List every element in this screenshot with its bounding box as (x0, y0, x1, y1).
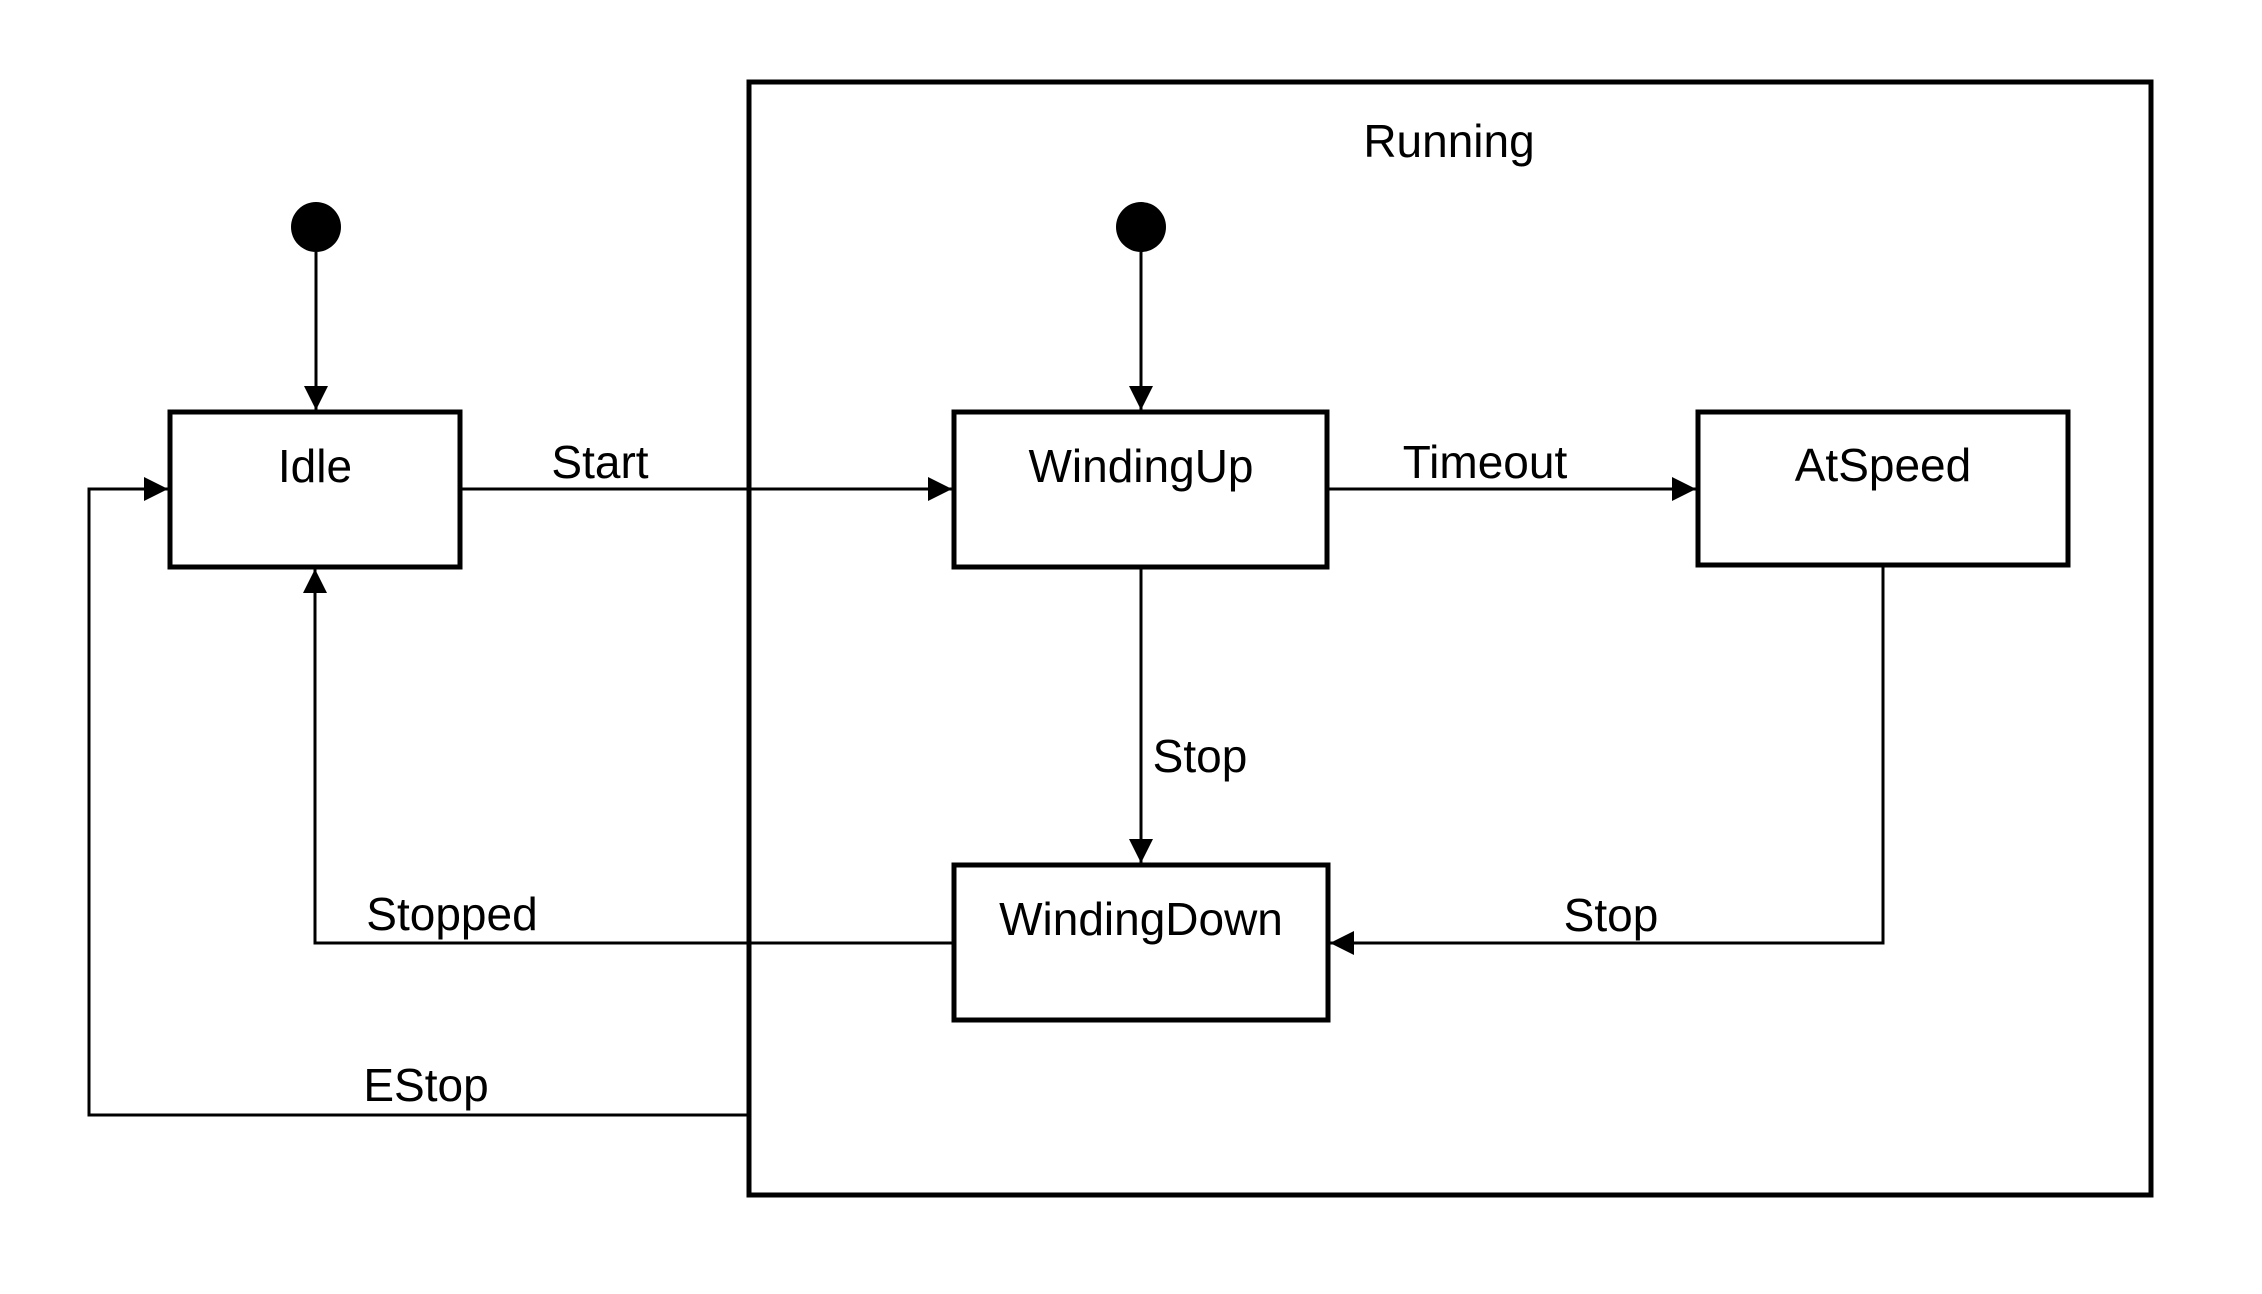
transition-stopped-label: Stopped (366, 888, 537, 940)
initial-state-dot-running (1116, 202, 1166, 252)
state-idle (167, 409, 463, 570)
transition-timeout-label: Timeout (1403, 436, 1568, 488)
transition-stop-from-at-speed-label: Stop (1564, 889, 1659, 941)
transition-start-label: Start (551, 436, 648, 488)
composite-state-running-label: Running (1363, 115, 1534, 167)
state-idle-label: Idle (278, 440, 352, 492)
composite-state-running (746, 79, 2154, 1198)
state-winding-up-label: WindingUp (1029, 440, 1254, 492)
transition-estop-label: EStop (363, 1059, 488, 1111)
initial-state-dot-main (291, 202, 341, 252)
state-winding-down-label: WindingDown (999, 893, 1283, 945)
state-winding-up (951, 409, 1330, 570)
state-at-speed-label: AtSpeed (1795, 439, 1971, 491)
transition-stop-from-at-speed-arrow (1330, 565, 1885, 955)
transition-stopped-arrow (303, 569, 954, 945)
state-winding-down (951, 862, 1331, 1023)
transition-estop-arrow (87, 477, 749, 1117)
transition-stop-from-winding-up-label: Stop (1153, 730, 1248, 782)
